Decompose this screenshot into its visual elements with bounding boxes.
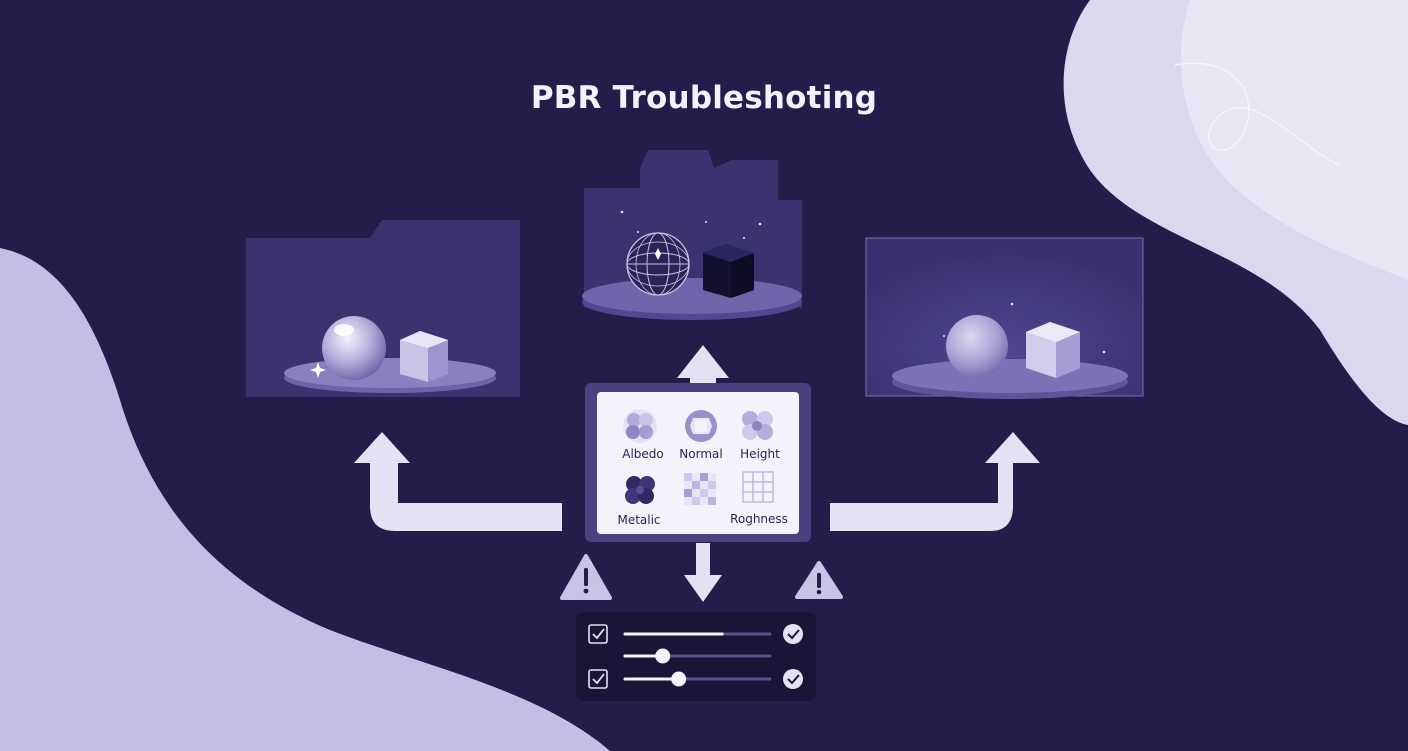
blob-top-right-highlight (1180, 0, 1408, 280)
check-circle-icon (783, 624, 803, 644)
page-title: PBR Troubleshoting (530, 80, 878, 116)
checkbox-3[interactable] (588, 669, 608, 689)
texture-map-icons (623, 409, 774, 505)
map-label-metallic: Metalic (617, 513, 661, 527)
check-mark-icon (787, 629, 800, 640)
blob-bottom-left (0, 248, 610, 751)
warning-left-icon (560, 554, 612, 600)
slider-handle-3[interactable] (671, 671, 687, 687)
warning-right-icon (795, 561, 843, 599)
checkbox-1[interactable] (588, 624, 608, 644)
slider-handle-2[interactable] (655, 648, 671, 664)
map-label-roughness: Roghness (730, 512, 788, 526)
map-label-albedo: Albedo (622, 447, 664, 461)
checkbox-check-icon (592, 628, 605, 640)
metallic-circles-icon (625, 476, 655, 504)
glossy-sphere (322, 316, 386, 380)
scene-right (865, 237, 1144, 399)
checker-pattern-icon (684, 473, 716, 505)
check-circle-icon (783, 669, 803, 689)
height-blob-icon (742, 411, 773, 440)
dark-cube (703, 244, 754, 298)
arrow-to-controls (684, 543, 722, 602)
scene-top (582, 150, 802, 320)
normal-map-icon (685, 410, 717, 442)
map-label-normal: Normal (679, 447, 723, 461)
blob-swirl-line (1174, 62, 1341, 166)
matte-sphere (946, 315, 1008, 377)
roughness-grid-icon (742, 471, 774, 503)
checkbox-check-icon (592, 673, 605, 685)
scene-left (246, 220, 520, 397)
arrow-to-right-scene (830, 432, 1040, 531)
map-label-height: Height (740, 447, 780, 461)
arrow-to-left-scene (354, 432, 562, 531)
wireframe-sphere (626, 232, 690, 296)
albedo-spheres-icon (623, 409, 657, 443)
check-mark-icon (787, 674, 800, 685)
arrow-to-top-scene (677, 345, 729, 389)
controls-panel-icons (588, 624, 803, 689)
